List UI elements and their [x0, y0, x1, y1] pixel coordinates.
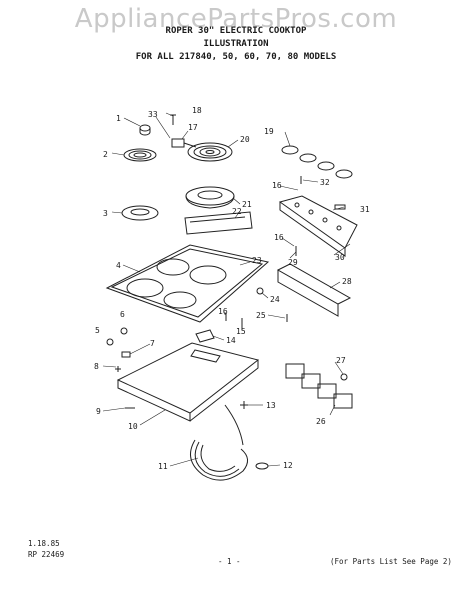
part-13-screw — [240, 401, 248, 409]
title-line-3: FOR ALL 217840, 50, 60, 70, 80 MODELS — [135, 52, 337, 62]
callout-27: 27 — [336, 356, 346, 365]
callout-24: 24 — [270, 295, 280, 304]
diagram-title: ROPER 30" ELECTRIC COOKTOP ILLUSTRATION … — [0, 25, 472, 64]
title-line-2: ILLUSTRATION — [203, 39, 269, 49]
part-12-nut — [255, 462, 269, 470]
footer-code: RP 22469 — [28, 550, 65, 559]
watermark: AppliancePartsPros.com — [74, 4, 398, 34]
part-6-grommet — [120, 327, 128, 335]
part-14-clip — [195, 329, 215, 343]
callout-19: 19 — [264, 127, 274, 136]
part-10-burner-box — [116, 342, 260, 422]
part-5-nut — [106, 338, 114, 346]
part-1-cap — [139, 124, 151, 132]
callout-16-a: 16 — [272, 181, 282, 190]
callout-15: 15 — [236, 327, 246, 336]
callout-16-b: 16 — [274, 233, 284, 242]
part-21-drip-pan — [185, 186, 235, 209]
part-22-bracket — [184, 211, 253, 235]
callout-18: 18 — [192, 106, 202, 115]
part-26-infinite-switches — [285, 363, 353, 409]
callout-7: 7 — [150, 339, 155, 348]
callout-33: 33 — [148, 110, 158, 119]
part-4-cooktop — [105, 244, 270, 323]
callout-12: 12 — [283, 461, 293, 470]
footer-page: - 1 - — [218, 557, 241, 566]
callout-14: 14 — [226, 336, 236, 345]
part-33-terminal-block — [171, 138, 185, 148]
callout-22: 22 — [232, 207, 242, 216]
part-27-nut — [340, 373, 348, 381]
callout-29: 29 — [288, 258, 298, 267]
callout-23: 23 — [252, 256, 262, 265]
callout-28: 28 — [342, 277, 352, 286]
callout-9: 9 — [96, 407, 101, 416]
callout-26: 26 — [316, 417, 326, 426]
part-8-screw — [115, 366, 121, 372]
callout-6: 6 — [120, 310, 125, 319]
callout-25: 25 — [256, 311, 266, 320]
title-line-1: ROPER 30" ELECTRIC COOKTOP — [165, 26, 307, 36]
callout-16-c: 16 — [218, 307, 228, 316]
callout-10: 10 — [128, 422, 138, 431]
part-2-surface-element — [123, 148, 157, 162]
part-3-drip-pan — [121, 205, 159, 221]
callout-1: 1 — [116, 114, 121, 123]
callout-31: 31 — [360, 205, 370, 214]
callout-5: 5 — [95, 326, 100, 335]
callout-30: 30 — [335, 253, 345, 262]
part-18-screw — [170, 114, 176, 125]
callout-13: 13 — [266, 401, 276, 410]
callout-2: 2 — [103, 150, 108, 159]
part-7-bracket — [121, 351, 131, 358]
footer-date: 1.18.85 — [28, 539, 60, 548]
callout-3: 3 — [103, 209, 108, 218]
callout-20: 20 — [240, 135, 250, 144]
callout-11: 11 — [158, 462, 168, 471]
callout-17: 17 — [188, 123, 198, 132]
callout-21: 21 — [242, 200, 252, 209]
footer-note: (For Parts List See Page 2) — [330, 557, 452, 566]
part-31-indicator — [334, 204, 346, 210]
part-24-nut — [256, 287, 264, 295]
callout-32: 32 — [320, 178, 330, 187]
part-30-control-panel — [278, 195, 358, 257]
part-20-surface-element — [187, 142, 233, 162]
callout-4: 4 — [116, 261, 121, 270]
part-19-knobs — [281, 145, 353, 179]
part-11-wire-harness — [190, 404, 248, 481]
callout-8: 8 — [94, 362, 99, 371]
part-28-control-bracket — [276, 263, 352, 317]
